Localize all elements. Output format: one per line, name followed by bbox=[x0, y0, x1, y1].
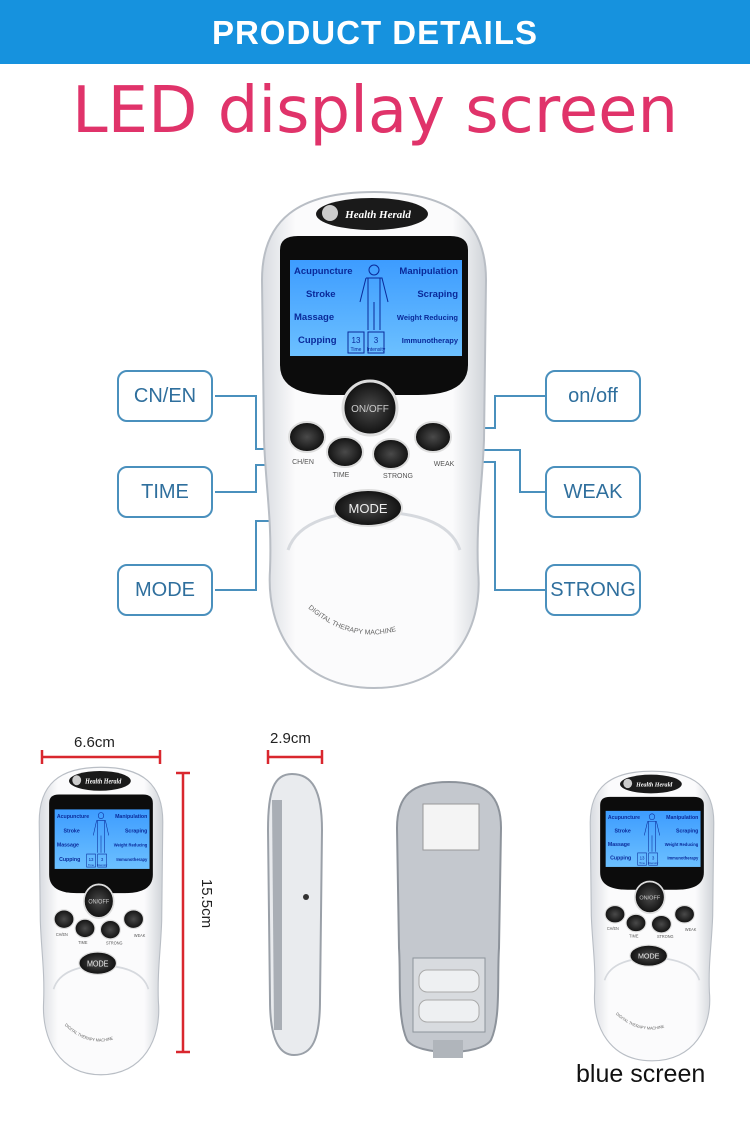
thickness-label: 2.9cm bbox=[270, 730, 311, 747]
screen-time-label: Time bbox=[351, 347, 362, 353]
side-view-image bbox=[266, 772, 324, 1057]
main-device-image: Health Herald Acupuncture Stroke Massage… bbox=[260, 190, 488, 690]
callout-weak: WEAK bbox=[545, 466, 641, 518]
back-view-image bbox=[395, 780, 503, 1058]
section-header: PRODUCT DETAILS bbox=[0, 0, 750, 64]
width-label: 6.6cm bbox=[74, 734, 115, 751]
callout-cnen: CN/EN bbox=[117, 370, 213, 422]
mode-button-label: MODE bbox=[349, 501, 388, 516]
screen-mode-massage: Massage bbox=[294, 312, 334, 323]
callout-onoff: on/off bbox=[545, 370, 641, 422]
mode-button bbox=[333, 489, 403, 527]
screen-mode-weight-reducing: Weight Reducing bbox=[397, 313, 459, 322]
screen-time-value: 13 bbox=[352, 336, 361, 345]
callout-mode: MODE bbox=[117, 564, 213, 616]
dimension-lines bbox=[40, 750, 324, 1054]
lcd-screen bbox=[290, 260, 462, 356]
screen-mode-scraping: Scraping bbox=[417, 289, 458, 300]
height-label: 15.5cm bbox=[198, 878, 216, 929]
screen-intensity-label: Intensity bbox=[367, 347, 386, 353]
headline: LED display screen bbox=[71, 74, 679, 148]
blue-screen-view-image bbox=[589, 770, 715, 1062]
callout-time: TIME bbox=[117, 466, 213, 518]
screen-mode-stroke: Stroke bbox=[306, 289, 336, 300]
chen-button-label: CH/EN bbox=[292, 459, 314, 466]
callout-strong: STRONG bbox=[545, 564, 641, 616]
screen-mode-immunotherapy: Immunotherapy bbox=[402, 336, 459, 345]
screen-mode-manipulation: Manipulation bbox=[399, 266, 458, 277]
power-button-label: ON/OFF bbox=[351, 404, 389, 415]
power-button bbox=[341, 379, 399, 437]
strong-button-label: STRONG bbox=[383, 473, 413, 480]
time-button-label: TIME bbox=[333, 472, 350, 479]
screen-mode-acupuncture: Acupuncture bbox=[294, 266, 353, 277]
screen-mode-cupping: Cupping bbox=[298, 335, 337, 346]
screen-intensity-value: 3 bbox=[374, 336, 379, 345]
weak-button-label: WEAK bbox=[434, 461, 455, 468]
caption-blue-screen: blue screen bbox=[576, 1060, 706, 1088]
brand-logo: Health Herald bbox=[344, 209, 411, 221]
body-figure-icon bbox=[347, 264, 389, 354]
